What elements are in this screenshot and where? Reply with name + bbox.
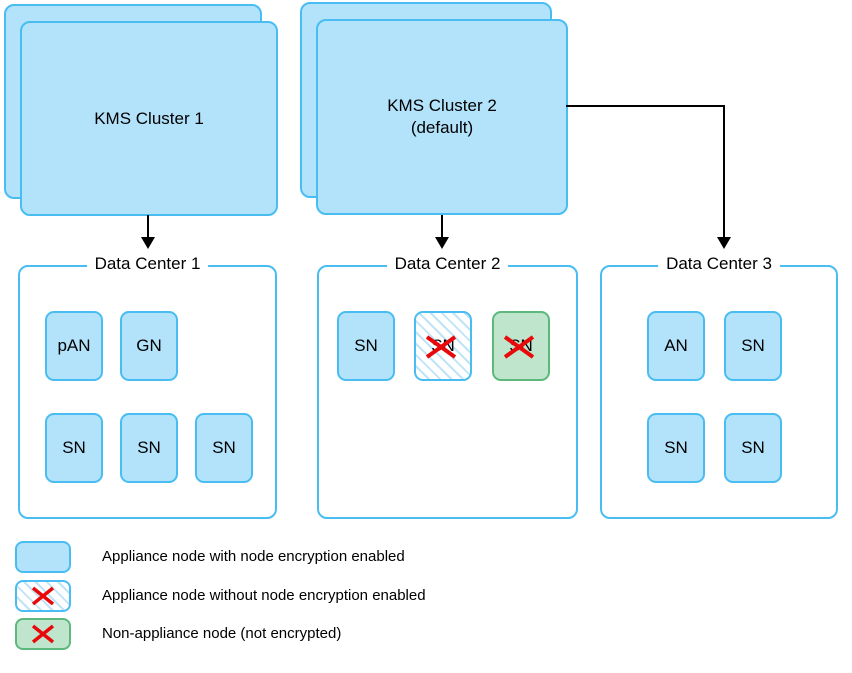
x-mark-icon — [31, 624, 55, 644]
kms-cluster-2[interactable]: KMS Cluster 2 (default) — [300, 2, 568, 215]
legend-swatch-solid-blue — [15, 541, 71, 573]
data-center-2[interactable]: Data Center 2 SN SN SN — [317, 254, 578, 519]
node-label: SN — [354, 336, 378, 355]
connector-line-vertical — [147, 215, 149, 239]
connector-line-vertical — [723, 105, 725, 239]
kms-cluster-1-front-card[interactable]: KMS Cluster 1 — [20, 21, 278, 216]
legend-swatch-hatched-blue — [15, 580, 71, 612]
node-sn-3[interactable]: SN — [724, 413, 782, 483]
data-center-2-title: Data Center 2 — [386, 254, 509, 274]
data-center-1-title: Data Center 1 — [86, 254, 209, 274]
node-pan[interactable]: pAN — [45, 311, 103, 381]
node-sn-1[interactable]: SN — [724, 311, 782, 381]
node-an[interactable]: AN — [647, 311, 705, 381]
legend-appliance-unencrypted: Appliance node without node encryption e… — [15, 580, 426, 612]
node-sn-2[interactable]: SN — [120, 413, 178, 483]
legend-label: Non-appliance node (not encrypted) — [102, 625, 342, 642]
node-label: SN — [431, 336, 455, 355]
node-sn-2[interactable]: SN — [647, 413, 705, 483]
connector-line-vertical — [441, 215, 443, 239]
node-label: SN — [509, 336, 533, 355]
node-label: pAN — [57, 336, 91, 355]
connector-line-horizontal — [566, 105, 725, 107]
legend-appliance-encrypted: Appliance node with node encryption enab… — [15, 541, 405, 573]
legend-non-appliance: Non-appliance node (not encrypted) — [15, 618, 341, 650]
kms-cluster-1-label: KMS Cluster 1 — [94, 108, 204, 128]
node-gn[interactable]: GN — [120, 311, 178, 381]
data-center-3[interactable]: Data Center 3 AN SN SN SN — [600, 254, 838, 519]
node-label: GN — [136, 336, 162, 355]
node-sn-encrypted[interactable]: SN — [337, 311, 395, 381]
data-center-1[interactable]: Data Center 1 pAN GN SN SN SN — [18, 254, 277, 519]
node-label: SN — [212, 438, 236, 457]
node-sn-3[interactable]: SN — [195, 413, 253, 483]
arrowhead-down-icon — [141, 237, 155, 249]
legend-label: Appliance node without node encryption e… — [102, 587, 426, 604]
arrowhead-down-icon — [717, 237, 731, 249]
node-sn-1[interactable]: SN — [45, 413, 103, 483]
kms-cluster-1[interactable]: KMS Cluster 1 — [4, 4, 278, 216]
kms-cluster-2-front-card[interactable]: KMS Cluster 2 (default) — [316, 19, 568, 215]
legend-label: Appliance node with node encryption enab… — [102, 548, 405, 565]
node-label: SN — [664, 438, 688, 457]
data-center-3-title: Data Center 3 — [658, 254, 780, 274]
arrowhead-down-icon — [435, 237, 449, 249]
node-label: AN — [664, 336, 688, 355]
kms-cluster-2-label: KMS Cluster 2 (default) — [387, 96, 497, 137]
node-sn-non-appliance[interactable]: SN — [492, 311, 550, 381]
legend-swatch-solid-green — [15, 618, 71, 650]
node-label: SN — [741, 438, 765, 457]
x-mark-icon — [31, 586, 55, 606]
node-label: SN — [62, 438, 86, 457]
node-label: SN — [741, 336, 765, 355]
node-label: SN — [137, 438, 161, 457]
